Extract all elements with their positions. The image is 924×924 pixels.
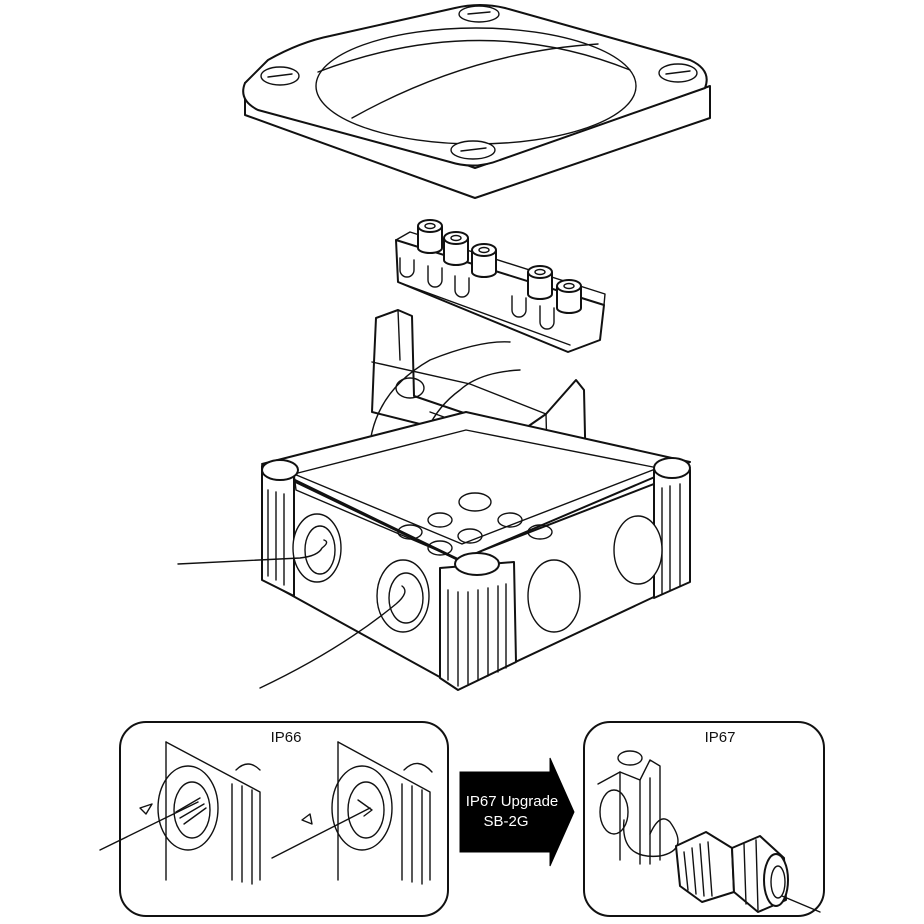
enclosure-lid: [242, 4, 711, 199]
lid-screw-bottom: [450, 140, 496, 160]
cable-gland: [675, 831, 821, 913]
lid-screw-right: [658, 63, 698, 83]
ip67-label: IP67: [705, 729, 736, 746]
terminal-block: [395, 219, 606, 353]
lid-screw-left: [260, 66, 300, 86]
ip66-label: IP66: [271, 729, 302, 746]
terminal-screw-3: [471, 243, 497, 278]
terminal-screw-4: [527, 265, 553, 300]
wire-entry-2: [259, 585, 406, 689]
knockout-right-2: [613, 515, 663, 585]
upgrade-arrow: IP67 Upgrade SB-2G: [459, 757, 575, 867]
corner-post-left: [261, 459, 299, 597]
terminal-screw-1: [417, 219, 443, 254]
upgrade-arrow-line1: IP67 Upgrade: [466, 793, 559, 810]
enclosure-box: [261, 411, 691, 691]
knockout-right-1: [527, 559, 581, 633]
upgrade-arrow-shape: [459, 757, 575, 867]
ip66-panel: IP66: [99, 721, 449, 917]
terminal-screw-5: [556, 279, 582, 314]
ip67-panel: IP67: [583, 721, 825, 917]
corner-post-right: [653, 457, 691, 599]
knockout-left-1: [292, 513, 342, 583]
wire-entry-1: [177, 539, 328, 565]
lid-side: [244, 82, 711, 199]
upgrade-arrow-line2: SB-2G: [483, 813, 528, 830]
terminal-screw-2: [443, 231, 469, 266]
lid-screw-top: [458, 5, 500, 23]
corner-post-front: [439, 552, 517, 691]
